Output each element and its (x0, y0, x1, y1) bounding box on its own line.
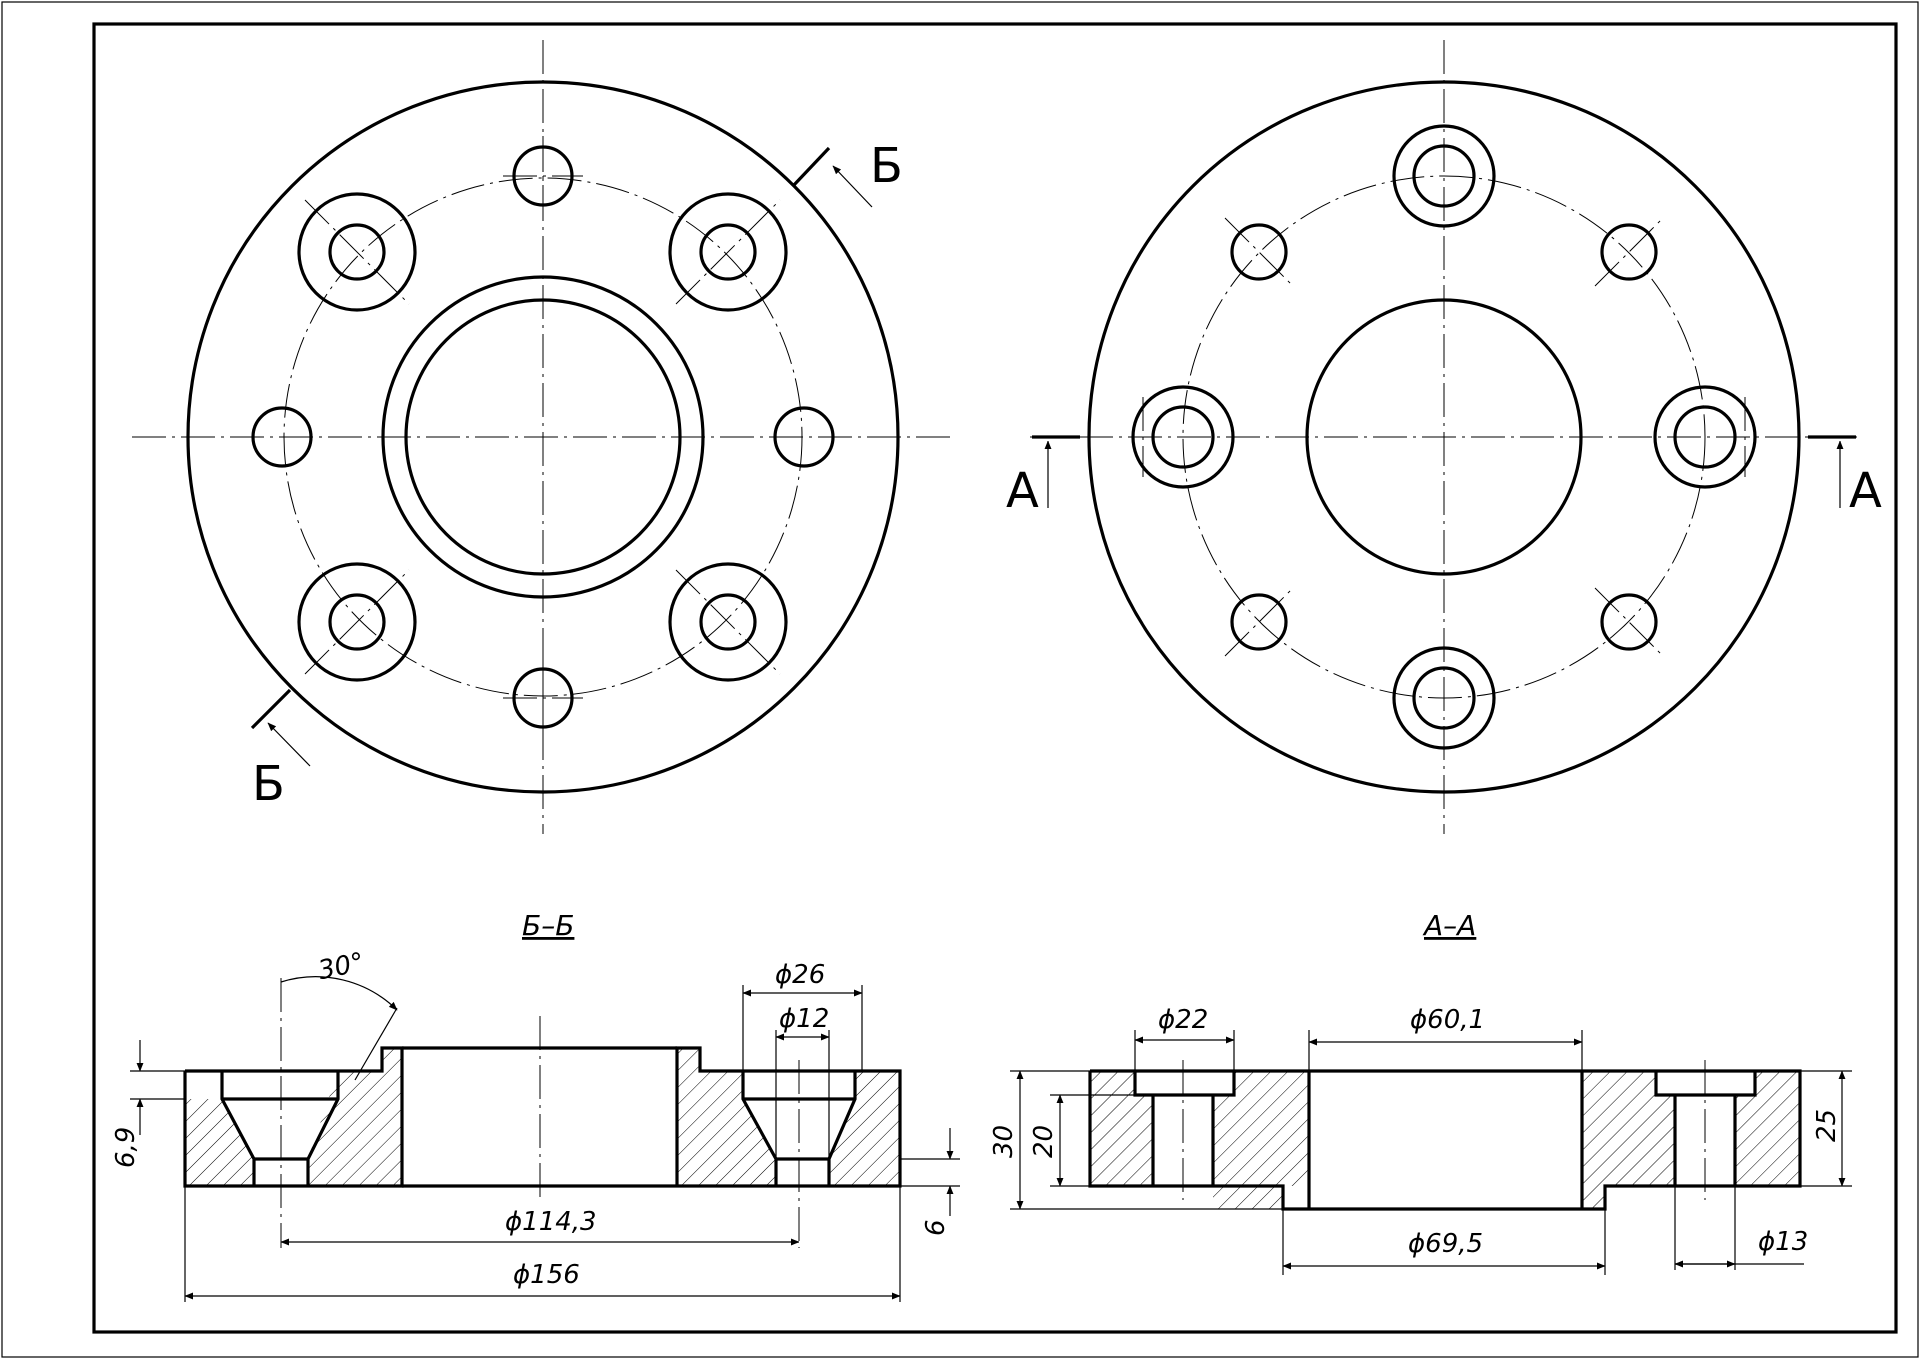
right-top-view: А А (1006, 40, 1882, 834)
bolt-hole (1600, 593, 1658, 651)
bolt-hole (1230, 593, 1288, 651)
counterbored-hole (1392, 646, 1496, 750)
dim-h25: 25 (1812, 1109, 1842, 1142)
dim-d12: ϕ12 (779, 1004, 829, 1034)
countersunk-hole (668, 192, 788, 312)
dim-d60-1: ϕ60,1 (1410, 1005, 1485, 1035)
drawing-frame (92, 22, 1898, 1334)
dim-angle-30: 30° (316, 947, 367, 986)
counterbored-hole (1653, 385, 1757, 489)
section-aa: А–А ϕ22 ϕ60,1 30 (989, 909, 1852, 1275)
cutting-plane-label-a: А (1006, 463, 1039, 519)
dim-d114-3: ϕ114,3 (505, 1207, 597, 1237)
section-title-bb: Б–Б (522, 909, 574, 942)
bolt-hole (1600, 223, 1658, 281)
dim-h30: 30 (989, 1125, 1019, 1158)
countersunk-hole (297, 192, 417, 312)
dim-d22: ϕ22 (1158, 1005, 1208, 1035)
cutting-plane-label-b: Б (252, 756, 285, 812)
dim-h6: 6 (921, 1219, 951, 1236)
dim-d26: ϕ26 (775, 960, 825, 990)
cutting-plane-b-top: Б (791, 138, 903, 208)
bolt-hole (773, 406, 835, 468)
left-top-view: Б Б (132, 40, 954, 834)
dim-h20: 20 (1029, 1125, 1059, 1158)
bolt-hole (251, 406, 313, 468)
section-bb: Б–Б 30° ϕ26 (111, 909, 960, 1302)
cutting-plane-label-a: А (1849, 463, 1882, 519)
counterbored-hole (1131, 385, 1235, 489)
cutting-plane-a-right: А (1808, 435, 1882, 519)
counterbored-hole (1392, 124, 1496, 228)
countersunk-hole (668, 562, 788, 682)
countersunk-hole (297, 562, 417, 682)
cutting-plane-a-left: А (1006, 435, 1080, 519)
bolt-hole (1230, 223, 1288, 281)
dim-d13: ϕ13 (1758, 1227, 1808, 1257)
dim-d69-5: ϕ69,5 (1408, 1229, 1483, 1259)
cutting-plane-label-b: Б (870, 138, 903, 194)
section-title-aa: А–А (1422, 909, 1476, 942)
cutting-plane-b-bottom: Б (250, 688, 311, 812)
dim-d156: ϕ156 (513, 1260, 580, 1290)
dim-h6-9: 6,9 (111, 1127, 141, 1168)
